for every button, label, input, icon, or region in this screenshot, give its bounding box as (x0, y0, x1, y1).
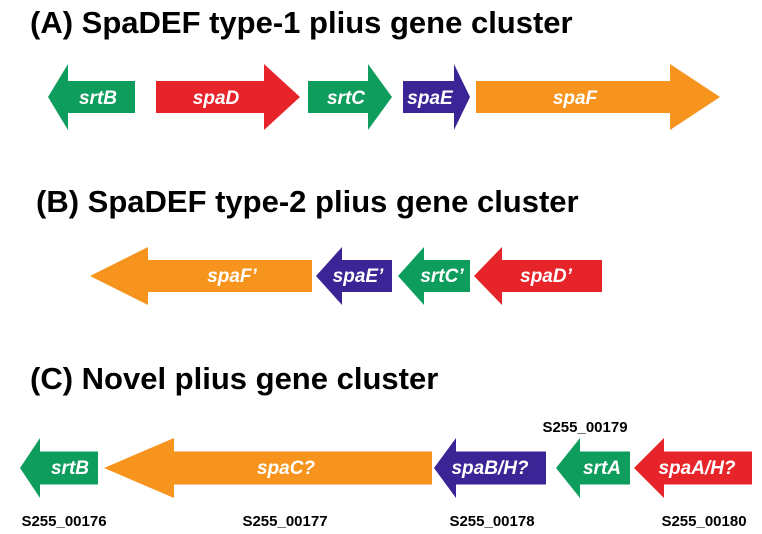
panel-a-title: (A) SpaDEF type-1 plius gene cluster (30, 5, 573, 40)
gene-label-srtB-novel: srtB (51, 458, 89, 479)
panel-b-title: (B) SpaDEF type-2 plius gene cluster (36, 184, 579, 219)
gene-label-srtC: srtC (327, 88, 365, 109)
gene-arrow-srtB (48, 64, 135, 130)
gene-arrow-srtC-prime (398, 247, 470, 305)
gene-arrow-srtB-novel (20, 438, 98, 498)
locus-tag-00178: S255_00178 (449, 513, 534, 530)
gene-label-srtB: srtB (79, 88, 117, 109)
gene-label-spaC: spaC? (257, 458, 315, 479)
gene-label-spaAH: spaA/H? (658, 458, 735, 479)
gene-arrow-srtC (308, 64, 392, 130)
gene-arrow-spaE (403, 64, 470, 130)
gene-arrow-spaD-prime (474, 247, 602, 305)
locus-tag-00176: S255_00176 (21, 513, 106, 530)
panel-c-gene-row (20, 438, 752, 498)
gene-label-spaE-prime: spaE’ (333, 266, 384, 287)
gene-arrow-spaAH (634, 438, 752, 498)
gene-label-spaD-prime: spaD’ (520, 266, 572, 287)
gene-arrow-spaC (104, 438, 432, 498)
gene-label-spaF: spaF (553, 88, 599, 109)
gene-arrow-spaBH (434, 438, 546, 498)
locus-tag-00177: S255_00177 (242, 513, 327, 530)
panel-c-title: (C) Novel plius gene cluster (30, 361, 438, 396)
gene-arrow-spaF (476, 64, 720, 130)
gene-arrow-spaD (156, 64, 300, 130)
gene-label-srtA: srtA (583, 458, 621, 479)
gene-label-spaF-prime: spaF’ (207, 266, 257, 287)
gene-arrow-spaE-prime (316, 247, 392, 305)
gene-arrow-srtA (556, 438, 630, 498)
gene-label-spaD: spaD (193, 88, 240, 109)
gene-arrow-spaF-prime (90, 247, 312, 305)
gene-label-srtC-prime: srtC’ (420, 266, 464, 287)
gene-label-spaBH: spaB/H? (451, 458, 528, 479)
gene-label-spaE: spaE (407, 88, 454, 109)
panel-a-gene-row (48, 64, 720, 130)
locus-tag-00180: S255_00180 (661, 513, 746, 530)
panel-b-gene-row (90, 247, 602, 305)
locus-tag-00179: S255_00179 (542, 419, 627, 436)
